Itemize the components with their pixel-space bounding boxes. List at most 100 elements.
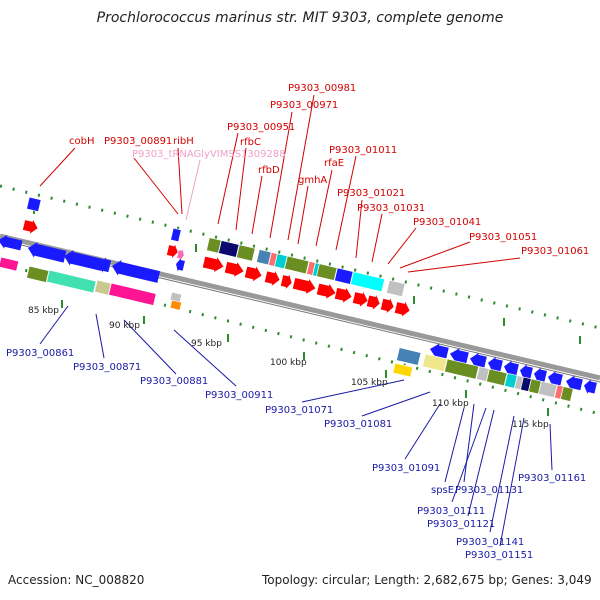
gene-label-p9303-01041[interactable]: P9303_01041 [413,217,481,228]
gene-label-p9303-01061[interactable]: P9303_01061 [521,246,589,257]
gene-label-p9303-01071[interactable]: P9303_01071 [265,405,333,416]
gene-label-rfaE[interactable]: rfaE [324,158,344,169]
cds-p9303-00891[interactable] [170,227,182,243]
gene-label-p9303-01121[interactable]: P9303_01121 [427,519,495,530]
gene-label-p9303-01011[interactable]: P9303_01011 [329,145,397,156]
label-leader [95,313,105,359]
cds-fwd-8[interactable] [352,290,369,308]
cog-block-rev-10[interactable] [538,380,558,398]
gene-label-rfbD[interactable]: rfbD [258,165,280,176]
cds-rev-0[interactable] [428,342,449,361]
cds-cobH[interactable] [26,196,42,212]
cds-fwd-7[interactable] [334,286,353,304]
label-leader [371,213,383,263]
gene-label-p9303-01151[interactable]: P9303_01151 [465,550,533,561]
cds-fwd-1[interactable] [224,260,245,279]
cds-rev-7[interactable] [546,370,563,388]
gene-label-spsE[interactable]: spsE [431,485,454,496]
kbp-label-90: 90 kbp [109,321,140,331]
gene-label-p9303-00871[interactable]: P9303_00871 [73,362,141,373]
cds-rev-6[interactable] [532,366,547,383]
trna-gly[interactable] [177,248,186,261]
cds-fwd-0[interactable] [202,255,225,274]
gene-label-p9303-00971[interactable]: P9303_00971 [270,100,338,111]
cog-block-rev-2[interactable] [422,353,448,372]
cog-block-fwd-1[interactable] [218,240,240,258]
cds-rev-9[interactable] [582,378,597,395]
cds-p9303-00861[interactable] [26,240,67,264]
cds-cobH-forward[interactable] [22,218,39,235]
label-leader [185,159,201,221]
gene-label-rfbC[interactable]: rfbC [240,137,261,148]
cds-p9303-00911[interactable] [174,257,185,272]
cog-block-fwd-10[interactable] [316,263,338,281]
gene-label-p9303-tRNAGly[interactable]: P9303_tRNAGlyVIMSS1309288 [132,149,286,160]
cog-block-olive[interactable] [26,265,50,283]
gene-label-p9303-01021[interactable]: P9303_01021 [337,188,405,199]
label-leader [451,407,487,503]
gene-label-p9303-01081[interactable]: P9303_01081 [324,419,392,430]
gene-label-p9303-00951[interactable]: P9303_00951 [227,122,295,133]
cog-block-rev-3[interactable] [444,358,479,380]
gene-label-gmhA[interactable]: gmhA [298,175,327,186]
cds-rev-1[interactable] [448,346,469,365]
cog-block-tan[interactable] [94,279,112,296]
cds-fwd-10[interactable] [380,297,395,314]
cds-ribH[interactable] [166,243,179,259]
cog-block-fwd-4[interactable] [256,249,272,266]
gene-label-p9303-01161[interactable]: P9303_01161 [518,473,586,484]
cds-rev-8[interactable] [564,374,583,392]
cds-left-edge[interactable] [0,233,23,252]
accession-text: Accession: NC_008820 [8,573,145,587]
cds-fwd-4[interactable] [280,273,293,290]
cds-fwd-6[interactable] [316,282,337,301]
label-leader [269,111,293,239]
cog-block-fwd-0[interactable] [206,237,222,254]
label-leader [173,329,237,387]
gene-label-p9303-00881[interactable]: P9303_00881 [140,376,208,387]
cds-fwd-11[interactable] [394,300,411,318]
cog-block-fwd-12[interactable] [350,271,385,293]
label-leader [315,169,333,247]
cog-block-fwd-7[interactable] [284,255,310,275]
gene-label-p9303-01031[interactable]: P9303_01031 [357,203,425,214]
cds-small-1[interactable] [98,256,112,274]
cds-p9303-00871[interactable] [62,248,105,273]
gene-label-cobH[interactable]: cobH [69,136,94,147]
gene-label-p9303-00861[interactable]: P9303_00861 [6,348,74,359]
cds-fwd-2[interactable] [244,265,263,283]
cog-block-fwd-14[interactable] [386,279,406,297]
kbp-label-95: 95 kbp [191,339,222,349]
cog-block-aqua[interactable] [46,269,97,294]
gene-label-ribH[interactable]: ribH [173,136,194,147]
gene-label-p9303-01091[interactable]: P9303_01091 [372,463,440,474]
cds-p9303-00881[interactable] [110,258,161,285]
cds-rev-3[interactable] [486,355,503,373]
gene-label-p9303-00891[interactable]: P9303_00891 [104,136,172,147]
cog-block-rev-0[interactable] [396,347,422,366]
cog-block-left-pink[interactable] [0,256,20,272]
gene-label-p9303-00911[interactable]: P9303_00911 [205,390,273,401]
cog-block-yellow[interactable] [392,362,414,378]
gene-label-p9303-01141[interactable]: P9303_01141 [456,537,524,548]
cog-block-fwd-11[interactable] [334,267,354,285]
cds-fwd-5[interactable] [292,276,317,296]
label-leader [549,423,553,471]
gene-label-p9303-01111[interactable]: P9303_01111 [417,506,485,517]
cds-rev-5[interactable] [518,363,533,380]
gene-label-p9303-01051[interactable]: P9303_01051 [469,232,537,243]
cog-block-pink[interactable] [108,282,157,306]
gene-label-p9303-01131[interactable]: P9303_01131 [455,485,523,496]
cog-block-fwd-2[interactable] [236,244,256,262]
label-leader [387,227,417,265]
cog-block-rev-12[interactable] [560,386,574,402]
cds-rev-4[interactable] [502,359,519,377]
cog-block-orange[interactable] [169,299,183,311]
label-leader [404,403,441,460]
cog-block-rev-5[interactable] [486,368,508,387]
cds-rev-2[interactable] [468,351,487,369]
cds-fwd-9[interactable] [366,294,381,311]
gene-label-p9303-00981[interactable]: P9303_00981 [288,83,356,94]
label-leader [355,199,363,259]
cds-fwd-3[interactable] [264,269,281,287]
